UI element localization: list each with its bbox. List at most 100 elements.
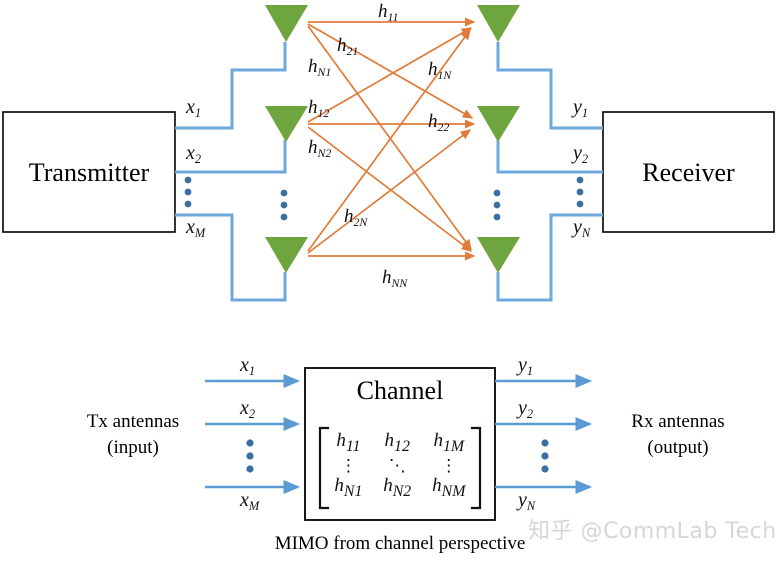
channel-link-tx3-rx2 bbox=[307, 129, 472, 254]
channel-links bbox=[307, 17, 476, 261]
channel-label-base: h bbox=[382, 267, 392, 288]
ellipsis-dot bbox=[184, 200, 192, 208]
rx-signal-base: y bbox=[573, 142, 582, 164]
ellipsis-dots-top bbox=[184, 176, 584, 221]
tx-signal-base: x bbox=[186, 142, 195, 164]
rx-signal-label-y1: y1 bbox=[573, 97, 588, 119]
channel-label-h12: h12 bbox=[308, 98, 330, 120]
channel-label-sub: N1 bbox=[317, 65, 332, 79]
tx-signal-label-xM: xM bbox=[186, 216, 206, 241]
channel-label-h22: h22 bbox=[428, 111, 450, 134]
tx-antenna-icon-1 bbox=[265, 5, 308, 42]
rx-antennas-caption-line2: (output) bbox=[647, 437, 709, 458]
receiver-box bbox=[602, 111, 775, 233]
channel-link-tx2-rx1 bbox=[307, 27, 473, 123]
matrix-cell-sub: 1M bbox=[442, 437, 465, 455]
tx-signal-label-x1: x1 bbox=[186, 96, 202, 121]
matrix-cell-base: h bbox=[432, 474, 442, 496]
channel-link-tx1-rx2 bbox=[307, 23, 474, 119]
channel-label-base: h bbox=[308, 56, 318, 77]
channel-label-hN2: hN2 bbox=[308, 137, 332, 160]
channel-label-sub: 2N bbox=[353, 215, 368, 229]
channel-label-sub: 12 bbox=[317, 106, 330, 120]
channel-box-label: Channel bbox=[356, 376, 444, 405]
rx-signal-label-yN: yN bbox=[573, 216, 591, 241]
ellipsis-dot bbox=[280, 189, 288, 197]
matrix-row: ⋮ ⋱ ⋮ bbox=[324, 456, 476, 475]
input-label-x2: x2 bbox=[240, 398, 256, 422]
ellipsis-dot bbox=[576, 188, 584, 196]
channel-label-h21: h21 bbox=[337, 36, 358, 57]
channel-label-base: h bbox=[378, 1, 388, 22]
ellipsis-dots-bottom bbox=[246, 439, 549, 473]
ellipsis-dot bbox=[493, 189, 501, 197]
diagram-caption: MIMO from channel perspective bbox=[274, 533, 526, 554]
output-label-yN: yN bbox=[518, 490, 536, 514]
channel-label-sub: N2 bbox=[317, 146, 332, 160]
matrix-cell-ddots: ⋱ bbox=[388, 455, 406, 475]
ellipsis-dot bbox=[541, 452, 549, 460]
output-label-base: y bbox=[518, 397, 527, 419]
matrix-cell-base: h bbox=[433, 430, 443, 451]
tx-signal-label-x2: x2 bbox=[186, 142, 202, 167]
channel-label-hN1: hN1 bbox=[308, 56, 332, 79]
rx-antenna-icon-2 bbox=[477, 106, 520, 142]
channel-label-sub: NN bbox=[391, 276, 408, 290]
rx-signal-sub: N bbox=[581, 226, 591, 241]
tx-antenna-icon-2 bbox=[265, 106, 308, 142]
channel-label-sub: 11 bbox=[387, 10, 399, 24]
input-label-xM: xM bbox=[240, 490, 259, 512]
ellipsis-dot bbox=[246, 465, 254, 473]
matrix-cell-sub: N1 bbox=[343, 482, 363, 500]
tx-signal-sub: 2 bbox=[194, 152, 202, 167]
ellipsis-dot bbox=[541, 439, 549, 447]
tx-signal-base: x bbox=[186, 216, 195, 238]
channel-label-h2N: h2N bbox=[344, 206, 368, 229]
rx-signal-base: y bbox=[573, 216, 582, 238]
rx-antenna-icon-3 bbox=[477, 237, 520, 273]
matrix-bracket-right bbox=[470, 426, 482, 510]
rx-antennas bbox=[477, 5, 520, 273]
output-label-sub: N bbox=[526, 499, 536, 514]
matrix-cell-sub: 12 bbox=[394, 437, 410, 455]
ellipsis-dot bbox=[280, 213, 288, 221]
channel-label-h11: h11 bbox=[378, 1, 399, 24]
matrix-brackets bbox=[318, 426, 482, 510]
matrix-cell-base: h bbox=[334, 474, 344, 496]
channel-matrix: h11 h12 h1M ⋮ ⋱ ⋮ hN1 hN2 hNM bbox=[324, 430, 476, 500]
rx-feed-lines bbox=[496, 42, 603, 302]
tx-signal-sub: M bbox=[194, 226, 206, 241]
channel-label-base: h bbox=[428, 111, 438, 132]
input-label-sub: 2 bbox=[248, 407, 256, 422]
matrix-row: hN1 hN2 hNM bbox=[324, 475, 476, 501]
tx-antennas bbox=[265, 5, 308, 273]
matrix-cell-hN2: hN2 bbox=[373, 475, 422, 501]
channel-output-arrows bbox=[495, 373, 593, 495]
receiver-label: Receiver bbox=[642, 158, 735, 187]
tx-signal-sub: 1 bbox=[194, 106, 202, 121]
ellipsis-dot bbox=[184, 188, 192, 196]
channel-label-base: h bbox=[308, 137, 318, 158]
channel-label-sub: 22 bbox=[437, 120, 450, 134]
matrix-cell-h11: h11 bbox=[324, 430, 373, 456]
output-label-y2: y2 bbox=[518, 397, 534, 422]
ellipsis-dot bbox=[541, 465, 549, 473]
channel-link-tx2-rx3 bbox=[307, 126, 473, 252]
tx-signal-base: x bbox=[186, 96, 195, 118]
ellipsis-dot bbox=[280, 201, 288, 209]
channel-label-base: h bbox=[428, 59, 438, 80]
ellipsis-dot bbox=[576, 176, 584, 184]
matrix-cell-h12: h12 bbox=[373, 430, 422, 456]
matrix-cell-base: h bbox=[384, 430, 395, 451]
matrix-cell-base: h bbox=[336, 430, 346, 451]
output-label-base: y bbox=[518, 354, 527, 376]
ellipsis-dot bbox=[246, 452, 254, 460]
output-label-sub: 2 bbox=[526, 407, 534, 422]
matrix-cell-vdots-1: ⋮ bbox=[339, 455, 357, 475]
channel-box bbox=[304, 367, 496, 521]
channel-label-hNN: hNN bbox=[382, 267, 408, 290]
output-label-y1: y1 bbox=[518, 354, 533, 377]
transmitter-box bbox=[2, 111, 176, 233]
channel-label-base: h bbox=[344, 206, 354, 227]
